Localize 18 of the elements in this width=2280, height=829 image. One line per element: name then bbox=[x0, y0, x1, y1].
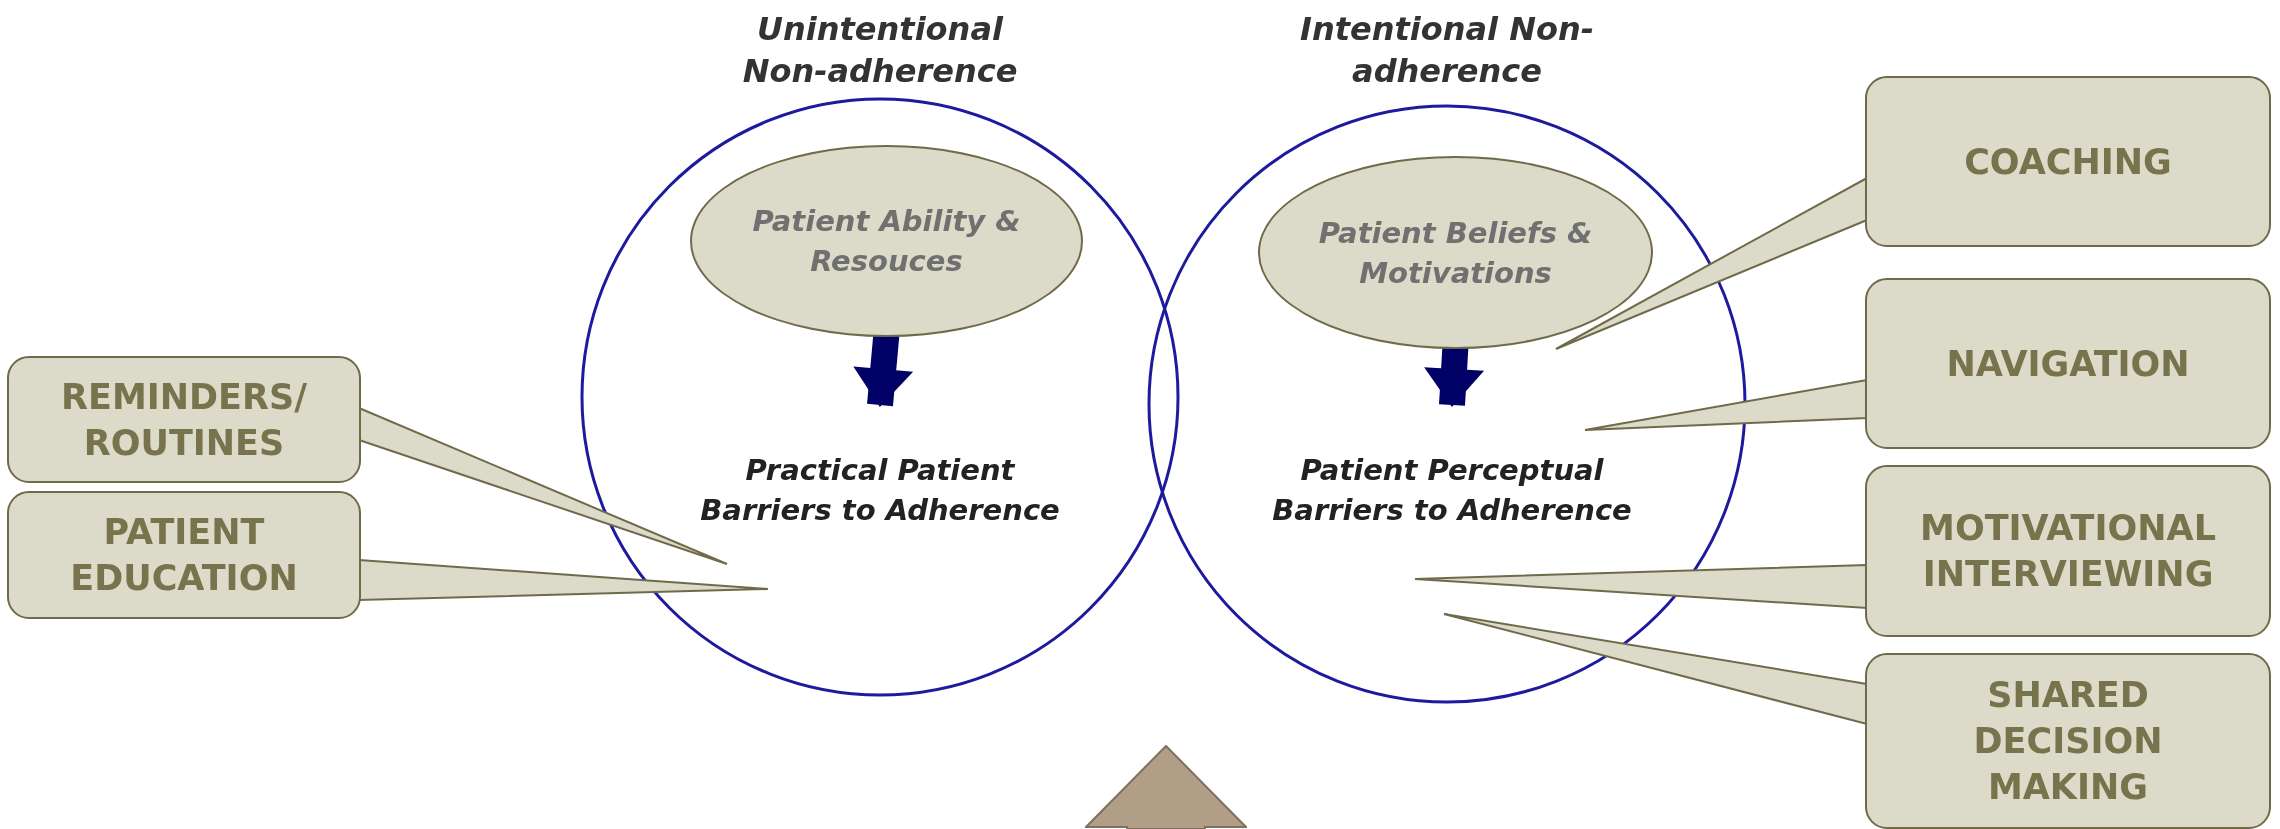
callout-box: REMINDERS/ ROUTINES bbox=[7, 356, 361, 483]
ellipse-node: Patient Ability & Resouces bbox=[690, 145, 1083, 337]
callout-box: MOTIVATIONAL INTERVIEWING bbox=[1865, 465, 2271, 637]
callout-pointer bbox=[1584, 378, 1868, 431]
circle-heading: Unintentional Non-adherence bbox=[741, 9, 1019, 92]
ellipse-node: Patient Beliefs & Motivations bbox=[1258, 156, 1653, 349]
barrier-text: Patient Perceptual Barriers to Adherence bbox=[1232, 445, 1672, 535]
callout-pointer bbox=[358, 558, 769, 602]
barrier-text: Practical Patient Barriers to Adherence bbox=[680, 445, 1080, 535]
callout-pointer bbox=[1414, 563, 1868, 610]
callout-pointer bbox=[358, 406, 728, 565]
callout-pointer bbox=[1443, 613, 1868, 726]
callout-box: SHARED DECISION MAKING bbox=[1865, 653, 2271, 829]
callout-box: COACHING bbox=[1865, 76, 2271, 247]
callout-pointer bbox=[1555, 176, 1868, 350]
circle-heading: Intentional Non-adherence bbox=[1299, 9, 1595, 92]
callout-box: NAVIGATION bbox=[1865, 278, 2271, 449]
callout-box: PATIENT EDUCATION bbox=[7, 491, 361, 619]
